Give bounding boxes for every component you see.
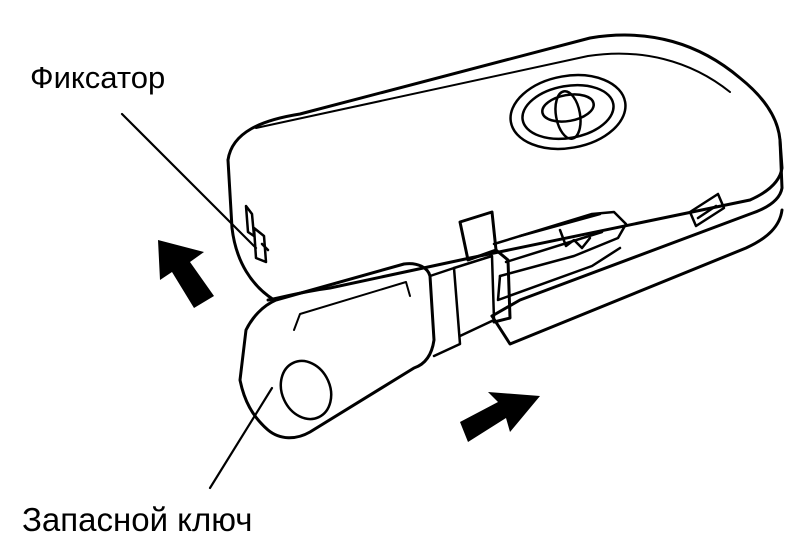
arrow-up-left-icon xyxy=(158,240,214,308)
key-fob-side-bottom xyxy=(490,208,784,346)
key-fob-front-face xyxy=(226,158,276,302)
spare-key-label: Запасной ключ xyxy=(22,501,253,538)
toyota-emblem-icon xyxy=(509,73,627,151)
side-slot xyxy=(688,192,726,228)
arrow-up-right-icon xyxy=(460,392,540,442)
key-fob-top-edge xyxy=(255,52,731,129)
latch-part xyxy=(244,204,270,264)
key-slot-sleeve xyxy=(492,248,512,324)
latch-label: Фиксатор xyxy=(30,60,166,95)
leader-line-spare-key xyxy=(208,386,274,490)
leader-line-latch xyxy=(120,112,258,250)
key-fob-front-lower-edge xyxy=(490,138,784,318)
key-slot-opening xyxy=(458,210,498,262)
key-fob-top-surface xyxy=(226,33,784,302)
key-blade xyxy=(492,210,628,302)
spare-key-head xyxy=(238,254,496,440)
